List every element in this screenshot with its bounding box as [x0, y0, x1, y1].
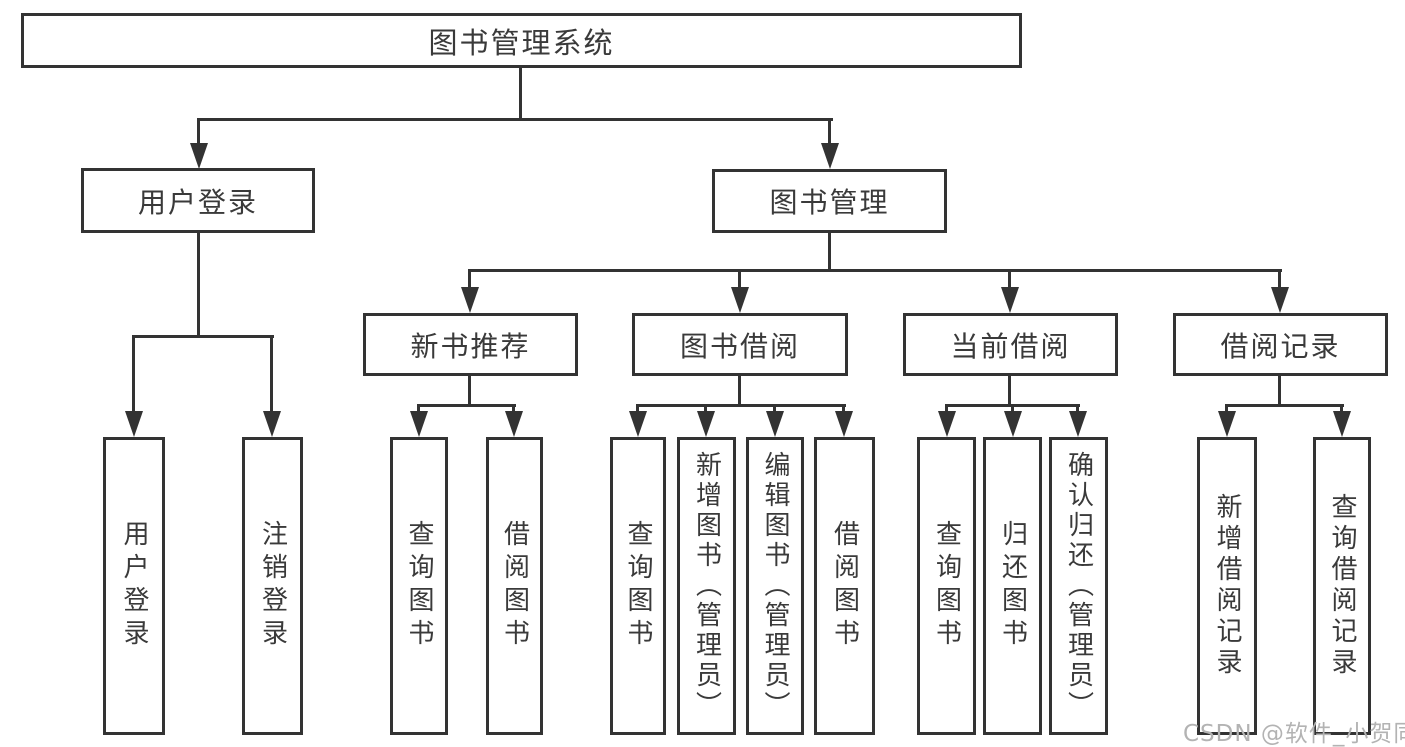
leaf-add-borrow-record: 新增借阅记录 [1197, 437, 1257, 735]
connector [738, 375, 741, 406]
arrowhead [410, 411, 428, 437]
leaf-confirm-return-admin: 确认归还（管理员） [1049, 437, 1108, 735]
arrowhead [263, 411, 281, 437]
connector [197, 118, 833, 121]
connector [132, 335, 274, 338]
connector [468, 375, 471, 406]
connector [270, 337, 273, 413]
connector [828, 232, 831, 272]
leaf-logout: 注销登录 [242, 437, 303, 735]
connector [519, 67, 522, 120]
connector [468, 271, 471, 290]
connector [1278, 375, 1281, 406]
connector [1008, 375, 1011, 406]
arrowhead [938, 411, 956, 437]
node-borrow-records: 借阅记录 [1173, 313, 1388, 376]
arrowhead [835, 411, 853, 437]
watermark: CSDN @软件_小贺同学 [1183, 721, 1405, 747]
arrowhead [461, 287, 479, 313]
leaf-return-book: 归还图书 [983, 437, 1042, 735]
connector [132, 337, 135, 413]
leaf-edit-book-admin: 编辑图书（管理员） [746, 437, 804, 735]
node-root: 图书管理系统 [21, 13, 1022, 68]
arrowhead [821, 143, 839, 169]
arrowhead [629, 411, 647, 437]
arrowhead [1004, 411, 1022, 437]
node-book-borrow: 图书借阅 [632, 313, 848, 376]
connector [417, 404, 516, 407]
connector [828, 120, 831, 146]
arrowhead [697, 411, 715, 437]
connector [636, 404, 846, 407]
arrowhead [190, 143, 208, 169]
arrowhead [1271, 287, 1289, 313]
connector [197, 232, 200, 335]
node-current-borrow: 当前借阅 [903, 313, 1118, 376]
connector [197, 120, 200, 146]
node-user-login: 用户登录 [81, 168, 315, 233]
node-new-book-recommend: 新书推荐 [363, 313, 578, 376]
leaf-borrow-books-recommend: 借阅图书 [486, 437, 543, 735]
leaf-query-books-current: 查询图书 [917, 437, 976, 735]
connector [738, 271, 741, 290]
connector [1278, 271, 1281, 290]
arrowhead [766, 411, 784, 437]
arrowhead [1333, 411, 1351, 437]
arrowhead [125, 411, 143, 437]
arrowhead [505, 411, 523, 437]
arrowhead [1218, 411, 1236, 437]
arrowhead [731, 287, 749, 313]
leaf-query-borrow-record: 查询借阅记录 [1313, 437, 1371, 735]
node-book-management: 图书管理 [712, 169, 947, 233]
connector [1008, 271, 1011, 290]
leaf-query-books-borrow: 查询图书 [610, 437, 666, 735]
leaf-query-books-recommend: 查询图书 [390, 437, 448, 735]
arrowhead [1069, 411, 1087, 437]
connector [1225, 404, 1344, 407]
arrowhead [1001, 287, 1019, 313]
leaf-borrow-books: 借阅图书 [814, 437, 875, 735]
connector [468, 269, 1282, 272]
leaf-user-login: 用户登录 [103, 437, 165, 735]
leaf-add-book-admin: 新增图书（管理员） [677, 437, 736, 735]
connector [945, 404, 1080, 407]
